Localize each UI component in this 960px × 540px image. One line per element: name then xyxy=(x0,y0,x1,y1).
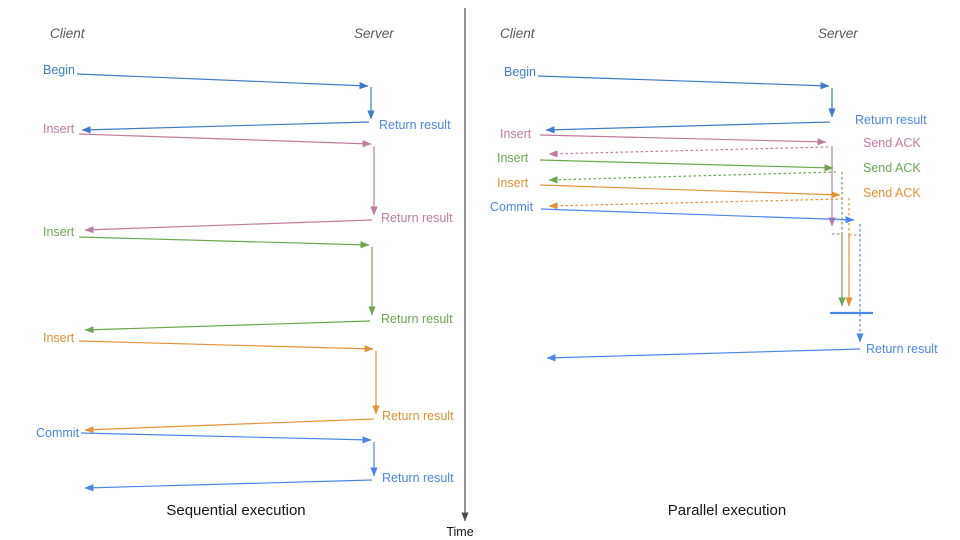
left-insert1-return-arrow xyxy=(84,219,373,234)
left-commit-label: Commit xyxy=(36,426,80,440)
right-insert1-request-arrow xyxy=(539,134,827,146)
left-return-result-2: Return result xyxy=(381,211,453,225)
left-insert2-return-arrow xyxy=(84,320,371,334)
left-return-result-4: Return result xyxy=(382,409,454,423)
left-return-result-1: Return result xyxy=(379,118,451,132)
right-server-header: Server xyxy=(818,26,858,41)
right-panel-title: Parallel execution xyxy=(668,502,786,519)
right-begin-label: Begin xyxy=(504,65,536,79)
left-return-result-3: Return result xyxy=(381,312,453,326)
right-commit-request-arrow xyxy=(540,208,855,224)
left-insert-pink-label: Insert xyxy=(43,122,75,136)
right-insert-pink-label: Insert xyxy=(500,127,532,141)
left-insert-green-label: Insert xyxy=(43,225,75,239)
left-commit-return-arrow xyxy=(84,479,373,492)
left-insert3-return-arrow xyxy=(84,418,375,434)
left-insert1-request-arrow xyxy=(78,133,372,148)
left-insert2-request-arrow xyxy=(78,236,370,249)
left-begin-request-arrow xyxy=(76,73,369,90)
left-commit-request-arrow xyxy=(80,432,372,444)
right-return-result-2: Return result xyxy=(866,342,938,356)
right-commit-label: Commit xyxy=(490,200,534,214)
right-insert-green-label: Insert xyxy=(497,151,529,165)
right-insert3-request-arrow xyxy=(539,184,841,199)
right-insert2-ack-arrow xyxy=(548,171,837,184)
right-insert1-ack-arrow xyxy=(548,146,829,158)
left-client-header: Client xyxy=(50,26,86,41)
right-begin-request-arrow xyxy=(537,75,830,90)
right-send-ack-pink: Send ACK xyxy=(863,136,921,150)
right-client-header: Client xyxy=(500,26,536,41)
right-insert-orange-label: Insert xyxy=(497,176,529,190)
left-server-header: Server xyxy=(354,26,394,41)
right-return-result-1: Return result xyxy=(855,113,927,127)
right-insert2-request-arrow xyxy=(539,159,834,172)
right-send-ack-green: Send ACK xyxy=(863,161,921,175)
left-panel-title: Sequential execution xyxy=(166,502,305,519)
left-insert3-request-arrow xyxy=(78,340,374,353)
left-insert-orange-label: Insert xyxy=(43,331,75,345)
right-send-ack-orange: Send ACK xyxy=(863,186,921,200)
right-final-return-arrow xyxy=(546,348,861,362)
left-begin-label: Begin xyxy=(43,63,75,77)
left-return-result-5: Return result xyxy=(382,471,454,485)
right-insert3-ack-arrow xyxy=(548,198,844,210)
right-begin-return-arrow xyxy=(545,121,831,134)
left-begin-return-arrow xyxy=(81,121,370,134)
time-axis-label: Time xyxy=(446,525,473,539)
